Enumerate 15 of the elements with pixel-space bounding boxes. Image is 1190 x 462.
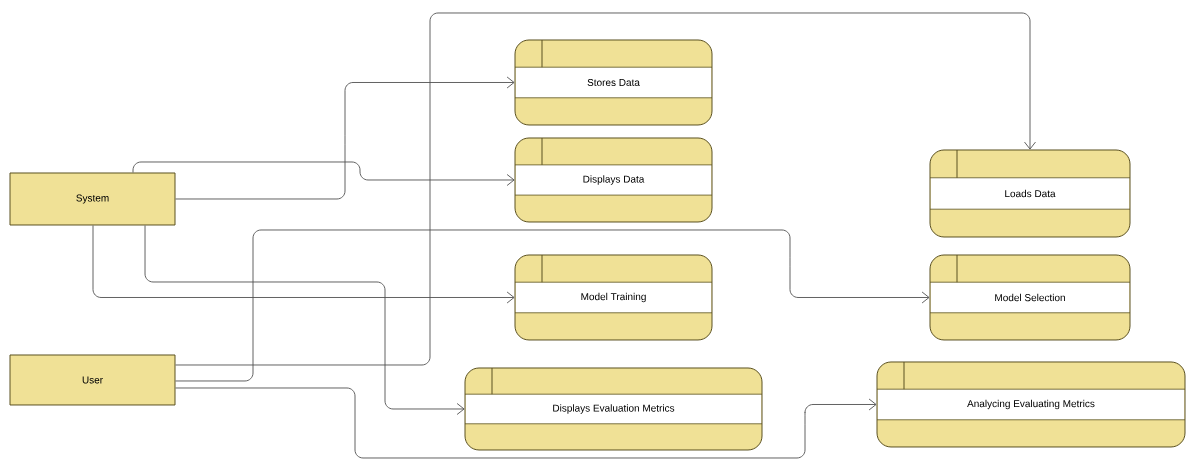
entity-box: User	[9, 354, 176, 406]
arrow	[175, 229, 930, 382]
process-box: Stores Data	[514, 39, 713, 126]
arrow	[144, 225, 465, 415]
arrow	[92, 225, 515, 304]
process-box: Model Selection	[929, 254, 1131, 341]
process-box: Displays Evaluation Metrics	[464, 367, 763, 451]
arrow	[175, 12, 1036, 366]
process-box: Loads Data	[929, 149, 1131, 238]
process-box: Analycing Evaluating Metrics	[876, 361, 1186, 448]
process-box: Displays Data	[514, 137, 713, 223]
entity-box: System	[9, 172, 176, 226]
arrow	[175, 387, 877, 459]
arrow	[175, 76, 515, 200]
process-box: Model Training	[514, 254, 713, 341]
